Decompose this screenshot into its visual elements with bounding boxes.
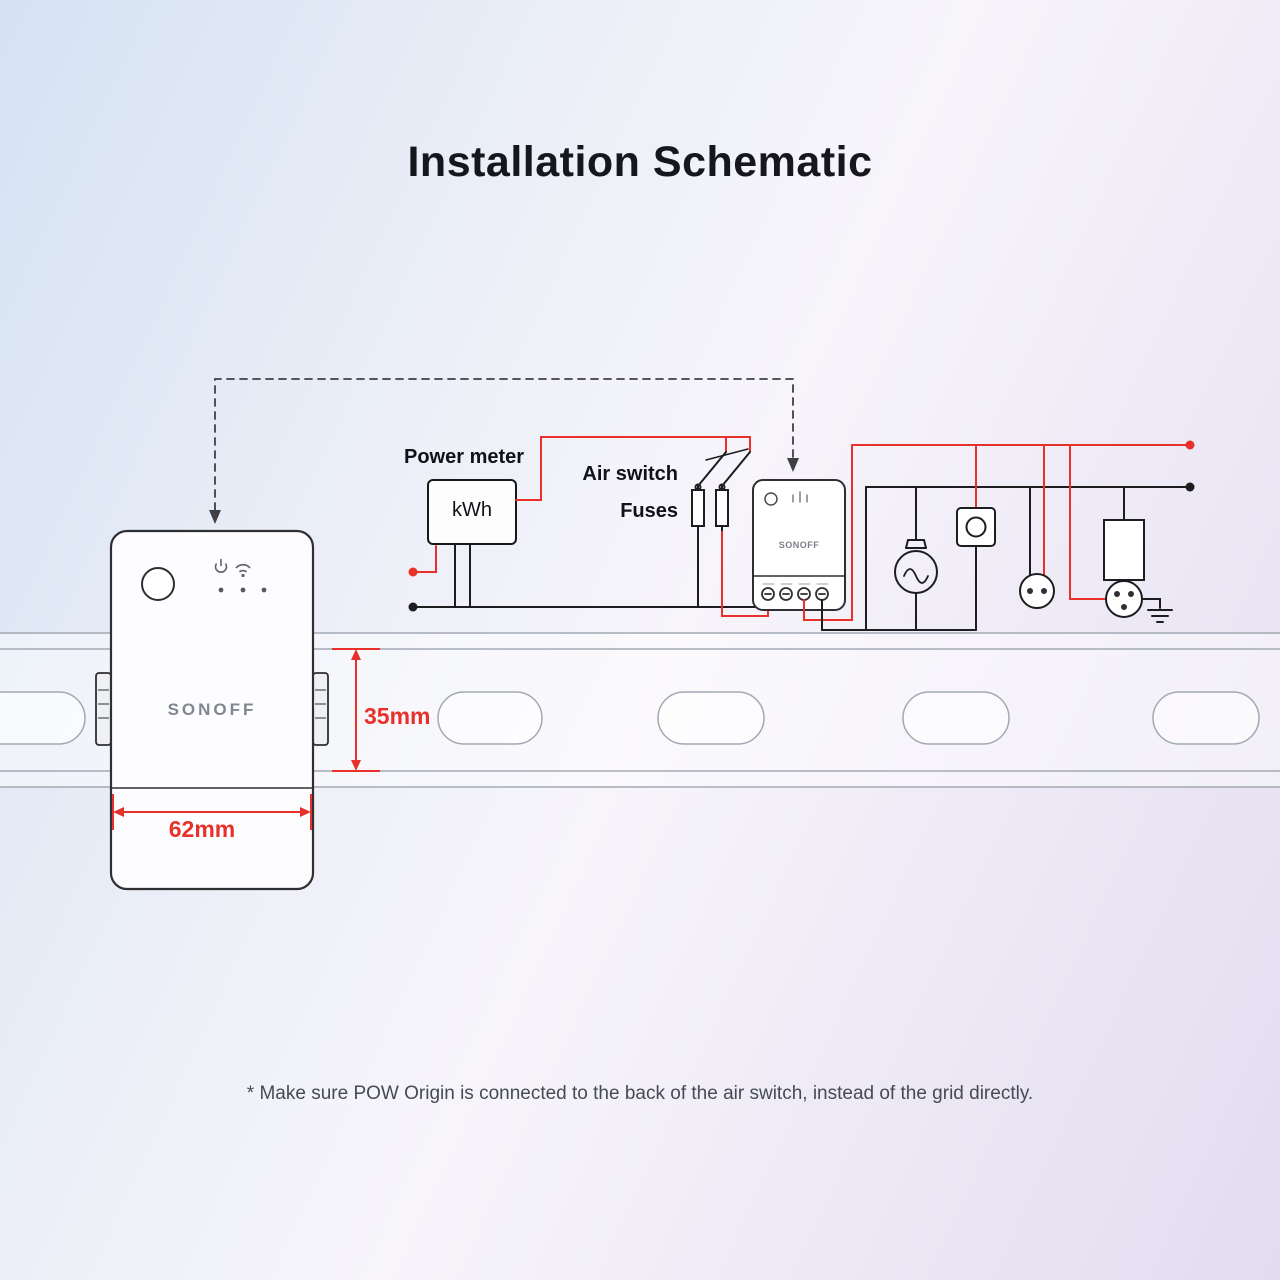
power-meter-label: Power meter <box>404 446 525 468</box>
air-switch-symbol <box>694 436 751 491</box>
power-icon <box>214 559 228 573</box>
din-rail-slots <box>0 691 1260 745</box>
rail-height-dimension: 35mm <box>364 703 431 729</box>
wall-switch-symbol <box>956 444 996 631</box>
live-top-wire <box>515 436 751 501</box>
pow-device-brand-text: SONOFF <box>779 540 820 550</box>
air-switch-label: Air switch <box>582 463 678 485</box>
pow-live-out <box>803 444 853 621</box>
neutral-return-run <box>821 486 977 631</box>
neutral-bottom-wire <box>412 599 787 608</box>
pow-device-symbol: SONOFF <box>752 479 846 611</box>
kwh-label: kWh <box>452 499 492 521</box>
dimension-62mm <box>112 794 312 830</box>
junction-box-symbol <box>1103 486 1145 582</box>
device-brand-logo: SONOFF <box>167 700 257 719</box>
device-width-dimension: 62mm <box>168 816 236 842</box>
footnote-text: * Make sure POW Origin is connected to t… <box>246 1083 1034 1104</box>
ground-symbol <box>1141 598 1173 623</box>
device-power-button <box>141 567 175 601</box>
device-body <box>109 529 315 891</box>
live-rail-end-dot <box>1185 440 1195 450</box>
fuse-symbols <box>691 485 729 533</box>
socket-symbol <box>1019 444 1055 609</box>
neutral-rail-end-dot <box>1185 482 1195 492</box>
bulb-symbol <box>894 486 938 631</box>
grounded-socket-symbol <box>1069 444 1143 618</box>
device-front <box>95 529 329 891</box>
page-title: Installation Schematic <box>407 138 873 186</box>
power-meter-symbol <box>412 479 517 608</box>
pow-button-icon <box>764 492 778 506</box>
wifi-icon <box>235 563 251 578</box>
device-led-indicators <box>218 587 267 593</box>
dimension-35mm <box>332 648 380 772</box>
guide-dashed-line <box>209 378 799 524</box>
wiring-diagram: SONOFF <box>209 378 1195 631</box>
fuses-label: Fuses <box>620 500 678 522</box>
